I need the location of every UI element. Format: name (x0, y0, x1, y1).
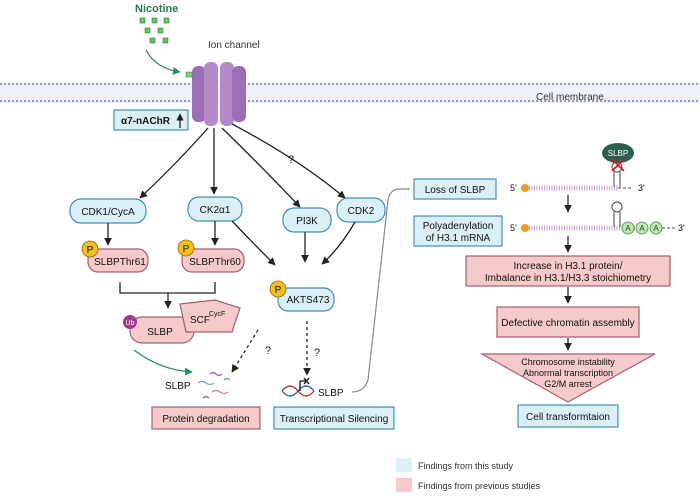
phenotype-label-1: Chromosome instability (521, 357, 615, 367)
pi3k-label: PI3K (296, 216, 318, 227)
dna-icon (281, 377, 315, 397)
slbp-gene-label: SLBP (318, 388, 344, 399)
slbp-label: SLBP (147, 327, 173, 338)
ub-icon (123, 315, 137, 329)
scf-label: SCF (190, 315, 210, 326)
increase-h31-label-2: Imbalance in H3.1/H3.3 stoichiometry (485, 273, 651, 284)
stem-loop-icon-2 (611, 201, 623, 227)
phospho-icon-2 (177, 239, 195, 257)
slbp-bound-label: SLBP (608, 149, 628, 158)
mrna2-cap-icon (521, 224, 529, 232)
cross-icon (611, 158, 625, 172)
legend-swatch-this-study (396, 458, 412, 472)
receptor-box (113, 109, 189, 131)
polya-a-3: A (653, 224, 659, 233)
mrna1-five-prime: 5' (510, 183, 517, 193)
ub-label: Ub (126, 320, 135, 327)
slbp-thr61-box (87, 248, 149, 273)
akt-label: AKTS473 (287, 295, 330, 306)
cell-membrane-label: Cell membrane (536, 92, 604, 103)
cell-transformation-label: Cell transformtaion (526, 412, 610, 423)
polya-a-1: A (625, 224, 631, 233)
nicotine-binding-arrow (145, 49, 181, 75)
channel-arrows (139, 123, 346, 208)
increase-h31-label-1: Increase in H3.1 protein/ (514, 261, 623, 272)
cdk1-label: CDK1/CycA (81, 207, 135, 218)
degradation-arrow (133, 349, 193, 376)
connector-line (351, 188, 410, 393)
slbp-fragment-label: SLBP (165, 381, 191, 392)
defective-chromatin-box (496, 306, 640, 338)
legend-swatch-previous (396, 478, 412, 492)
phospho-label-2: P (183, 244, 190, 255)
defective-chromatin-label: Defective chromatin assembly (501, 318, 634, 329)
nicotine-label: Nicotine (135, 3, 178, 15)
dotted-arrow-degradation (231, 329, 259, 373)
loss-slbp-box (413, 178, 497, 200)
question-mark-silencing: ? (314, 347, 320, 359)
akt-box (277, 287, 335, 312)
mrna1-cap-icon (521, 184, 529, 192)
polyadenylation-box (413, 215, 503, 247)
protein-degradation-label: Protein degradation (162, 414, 249, 425)
nicotine-molecules (139, 17, 170, 44)
phenotype-label-3: G2/M arrest (544, 379, 592, 389)
phospho-label-3: P (275, 285, 282, 296)
ck2-label: CK2α1 (200, 205, 231, 216)
ion-channel-icon (185, 62, 246, 126)
slbp-bound-icon (602, 143, 634, 163)
cdk2-box (336, 197, 386, 223)
question-mark-cdk2: ? (288, 154, 294, 166)
slbp-thr60-label: SLBPThr60 (189, 257, 241, 268)
phospho-icon-1 (81, 240, 99, 258)
legend-this-study-label: Findings from this study (418, 461, 514, 471)
polyadenylation-label-1: Polyadenylation (423, 221, 494, 232)
cell-membrane (0, 83, 700, 103)
phenotype-label-2: Abnormal transcription (523, 368, 613, 378)
phospho-label-1: P (87, 245, 94, 256)
loss-slbp-label: Loss of SLBP (425, 185, 486, 196)
phospho-icon-3 (269, 280, 287, 298)
kinase-arrows (104, 220, 356, 266)
pi3k-box (282, 207, 332, 233)
increase-h31-box (465, 255, 671, 287)
mrna1-three-prime: 3' (638, 183, 645, 193)
slbp-thr61-label: SLBPThr61 (94, 257, 146, 268)
ion-channel-label: Ion channel (208, 40, 260, 51)
merge-bracket (119, 282, 216, 309)
transcriptional-silencing-label: Transcriptional Silencing (280, 414, 389, 425)
mrna2-five-prime: 5' (510, 223, 517, 233)
polyadenylation-label-2: of H3.1 mRNA (426, 233, 491, 244)
polya-a-2: A (639, 224, 645, 233)
transcriptional-silencing-box (273, 406, 395, 430)
cell-transformation-box (517, 404, 619, 428)
legend-previous-label: Findings from previous studies (418, 481, 541, 491)
protein-degradation-box (151, 406, 261, 430)
receptor-label: α7-nAChR (121, 116, 171, 127)
mrna2-three-prime: 3' (678, 223, 685, 233)
scf-shape (179, 299, 241, 333)
protein-fragments-icon (197, 371, 231, 399)
slbp-thr60-box (181, 248, 245, 273)
scf-superscript: CycF (209, 311, 225, 318)
question-mark-degradation: ? (265, 345, 271, 357)
cdk2-label: CDK2 (348, 206, 375, 217)
phenotype-triangle (479, 353, 656, 403)
